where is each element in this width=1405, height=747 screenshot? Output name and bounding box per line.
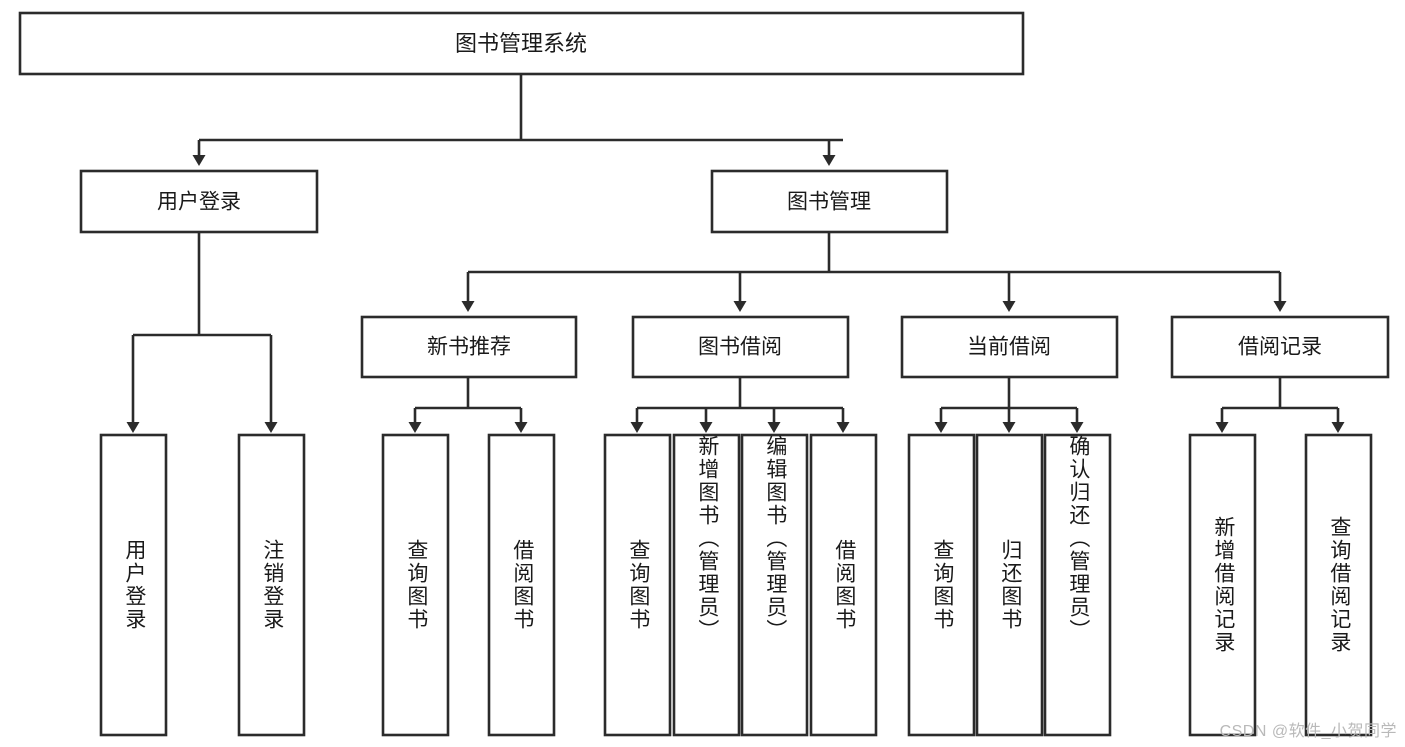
leaf-node[interactable] <box>603 433 672 737</box>
node-borrow-records[interactable]: 借阅记录 <box>1170 315 1390 379</box>
connector-borrow-to-leaves <box>630 377 850 433</box>
node-book-borrow-label: 图书借阅 <box>698 336 782 359</box>
node-new-book-recommend-label: 新书推荐 <box>427 336 511 359</box>
connector-newbooks-to-leaves <box>408 377 528 433</box>
leaf-node[interactable] <box>1188 433 1257 737</box>
connector-root-to-level2 <box>192 75 843 166</box>
leaf-node[interactable] <box>381 433 450 737</box>
node-current-borrow-label: 当前借阅 <box>967 336 1051 359</box>
leaf-node[interactable] <box>809 433 878 737</box>
node-book-borrow[interactable]: 图书借阅 <box>631 315 850 379</box>
node-book-management-label: 图书管理 <box>787 191 871 214</box>
connector-records-to-leaves <box>1215 377 1345 433</box>
node-root[interactable]: 图书管理系统 <box>18 11 1025 76</box>
leaf-node[interactable] <box>740 433 809 737</box>
node-borrow-records-label: 借阅记录 <box>1238 336 1322 359</box>
node-user-login[interactable]: 用户登录 <box>79 169 319 234</box>
node-current-borrow[interactable]: 当前借阅 <box>900 315 1119 379</box>
node-user-login-label: 用户登录 <box>157 191 241 214</box>
leaf-node[interactable] <box>672 433 741 737</box>
leaf-node[interactable] <box>907 433 976 737</box>
connector-current-to-leaves <box>934 377 1084 433</box>
leaf-node[interactable] <box>237 433 306 737</box>
connector-login-to-leaves <box>126 233 278 433</box>
connector-bookmgmt-to-level3 <box>461 233 1287 312</box>
watermark-text: CSDN @软件_小贺同学 <box>1219 723 1397 740</box>
node-book-management[interactable]: 图书管理 <box>710 169 949 234</box>
leaf-node[interactable] <box>487 433 556 737</box>
leaf-node[interactable] <box>99 433 168 737</box>
leaf-node[interactable] <box>1043 433 1112 737</box>
node-root-label: 图书管理系统 <box>455 31 587 56</box>
leaf-node[interactable] <box>1304 433 1373 737</box>
node-new-book-recommend[interactable]: 新书推荐 <box>360 315 578 379</box>
leaf-node[interactable] <box>975 433 1044 737</box>
